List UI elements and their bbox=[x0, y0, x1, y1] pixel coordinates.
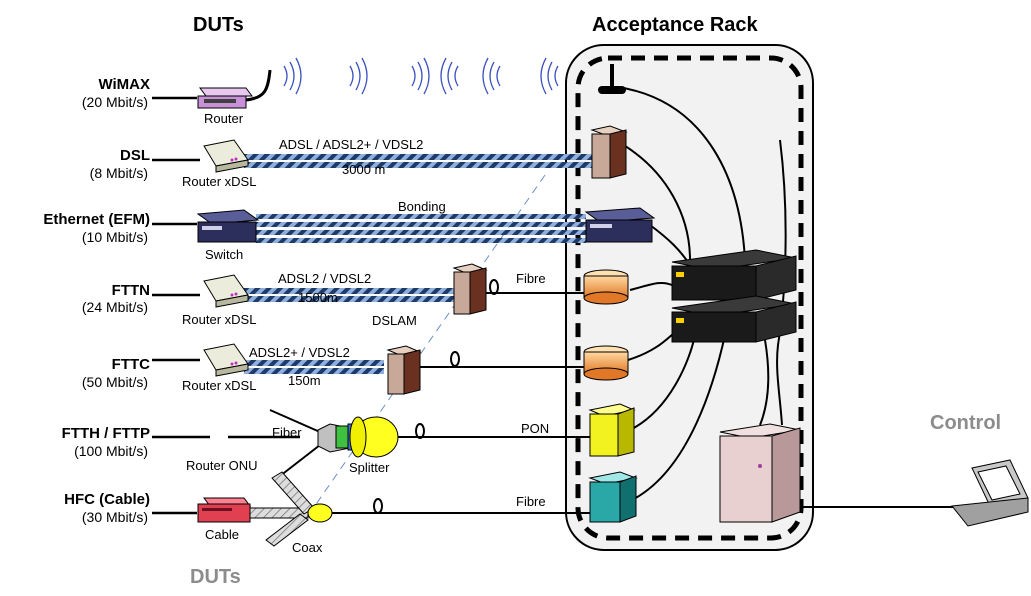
wireless-waves bbox=[283, 57, 559, 95]
router-xdsl-label-3: Router xDSL bbox=[182, 378, 257, 393]
access-type-rate: (100 Mbit/s) bbox=[74, 443, 148, 459]
fttn-length-label: 1500m bbox=[298, 290, 338, 305]
coax-label: Coax bbox=[292, 540, 323, 555]
access-type-name: HFC (Cable) bbox=[64, 491, 150, 508]
ftth-fiber-label: Fiber bbox=[272, 425, 302, 440]
fttc-length-label: 150m bbox=[288, 373, 321, 388]
coax-icon bbox=[249, 471, 333, 547]
access-type-rate: (20 Mbit/s) bbox=[81, 94, 148, 110]
rack-switch-icon bbox=[584, 207, 656, 243]
router-onu-label: Router ONU bbox=[186, 458, 258, 473]
fttn-standard-label: ADSL2 / VDSL2 bbox=[278, 271, 372, 286]
wimax-router-icon bbox=[197, 69, 272, 109]
rack-dsl-tower-icon bbox=[590, 125, 628, 179]
rack-antenna-icon bbox=[598, 64, 626, 94]
rack-modem-icon-2 bbox=[583, 345, 629, 381]
access-type-rate: (24 Mbit/s) bbox=[81, 299, 148, 315]
fttn-fibre-label: Fibre bbox=[516, 271, 546, 286]
hfc-fibre-label: Fibre bbox=[516, 494, 546, 509]
bonding-label: Bonding bbox=[398, 199, 446, 214]
dsl-standard-label: ADSL / ADSL2+ / VDSL2 bbox=[279, 137, 424, 152]
splitter-icon bbox=[317, 416, 399, 458]
access-type-name: FTTN bbox=[111, 282, 150, 299]
control-heading: Control bbox=[930, 412, 1002, 434]
router-label: Router bbox=[204, 111, 244, 126]
rack-pc-tower-icon bbox=[719, 423, 801, 523]
dslam-label: DSLAM bbox=[372, 313, 417, 328]
rack-modem-icon-1 bbox=[583, 269, 629, 305]
access-type-rate: (8 Mbit/s) bbox=[89, 165, 148, 181]
switch-icon bbox=[196, 209, 260, 243]
access-type-rate: (50 Mbit/s) bbox=[81, 374, 148, 390]
fttc-standard-label: ADSL2+ / VDSL2 bbox=[249, 345, 350, 360]
splitter-label: Splitter bbox=[349, 460, 390, 475]
router-xdsl-icon-1 bbox=[203, 139, 249, 173]
router-xdsl-icon-2 bbox=[203, 274, 249, 308]
fibre-lines bbox=[330, 279, 970, 514]
switch-label: Switch bbox=[205, 247, 244, 262]
access-type-rate: (10 Mbit/s) bbox=[81, 229, 148, 245]
router-xdsl-icon-3 bbox=[203, 343, 249, 377]
rack-teal-server-icon bbox=[588, 471, 638, 523]
router-onu-fiber-icon bbox=[269, 409, 321, 477]
access-type-name: Ethernet (EFM) bbox=[43, 211, 150, 228]
pon-label: PON bbox=[521, 421, 550, 436]
router-xdsl-label-1: Router xDSL bbox=[182, 174, 257, 189]
rack-connections bbox=[614, 86, 787, 501]
duts-heading-top: DUTs bbox=[193, 14, 244, 36]
rack-server-lower-icon bbox=[671, 295, 797, 343]
access-type-name: WiMAX bbox=[98, 76, 150, 93]
dslam-icon-fttc bbox=[386, 345, 422, 395]
cable-label: Cable bbox=[205, 527, 239, 542]
access-type-name: DSL bbox=[120, 147, 150, 164]
duts-heading-bottom: DUTs bbox=[190, 566, 241, 588]
access-type-name: FTTH / FTTP bbox=[61, 425, 150, 442]
acceptance-rack-heading: Acceptance Rack bbox=[592, 14, 758, 36]
dsl-length-label: 3000 m bbox=[342, 162, 386, 177]
rack-yellow-server-icon bbox=[588, 403, 636, 457]
router-xdsl-label-2: Router xDSL bbox=[182, 312, 257, 327]
cable-modem-icon bbox=[197, 497, 251, 523]
control-laptop-icon bbox=[951, 459, 1029, 527]
copper-pairs bbox=[244, 154, 594, 374]
access-type-rate: (30 Mbit/s) bbox=[81, 509, 148, 525]
access-type-name: FTTC bbox=[111, 356, 150, 373]
acceptance-rack-dashed-border bbox=[575, 55, 804, 541]
input-lines bbox=[152, 96, 300, 515]
dslam-icon-fttn bbox=[452, 263, 488, 315]
rack-server-upper-icon bbox=[671, 249, 797, 301]
